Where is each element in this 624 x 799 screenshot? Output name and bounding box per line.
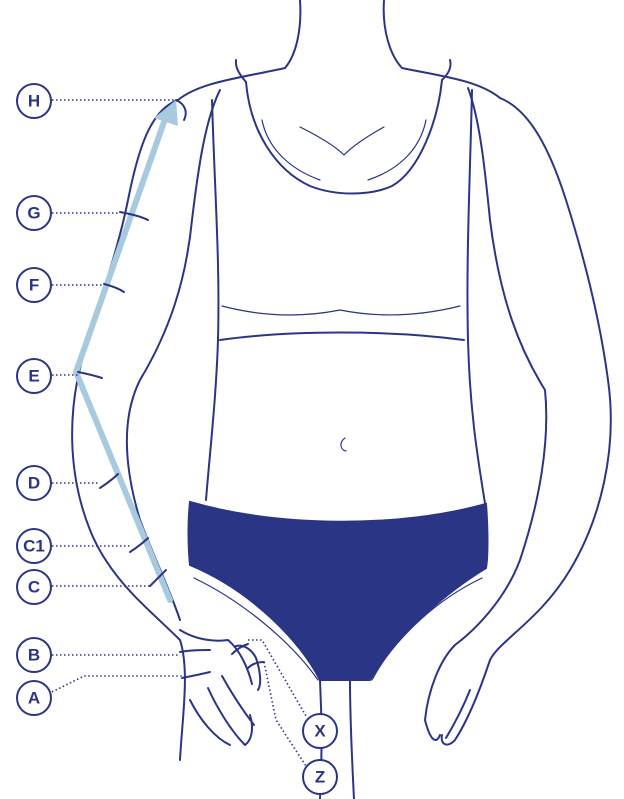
tick-H — [176, 100, 186, 120]
badge-label: H — [28, 92, 40, 111]
leader-lines — [52, 100, 306, 766]
badge-G: G — [17, 196, 51, 230]
tick-A — [182, 672, 210, 678]
badge-label: D — [28, 474, 40, 493]
leader-Z — [264, 662, 306, 766]
badge-D: D — [17, 466, 51, 500]
tick-E — [78, 372, 102, 378]
badge-C1: C1 — [17, 529, 51, 563]
leader-X — [248, 640, 306, 716]
badge-X: X — [303, 714, 337, 748]
badge-label: Z — [315, 768, 325, 787]
badge-label: B — [28, 646, 40, 665]
badge-label: C — [28, 578, 40, 597]
measurement-ticks — [78, 100, 264, 678]
measurement-arrow — [76, 100, 178, 600]
tick-D — [100, 474, 118, 488]
badge-A: A — [17, 681, 51, 715]
badge-label: E — [28, 367, 39, 386]
badge-label: F — [29, 276, 39, 295]
tick-B — [180, 650, 210, 652]
badge-H: H — [17, 84, 51, 118]
badge-label: C1 — [23, 537, 45, 556]
leader-A — [52, 676, 182, 692]
badge-Z: Z — [303, 760, 337, 794]
badge-B: B — [17, 638, 51, 672]
badge-F: F — [17, 268, 51, 302]
badge-label: X — [314, 722, 326, 741]
badge-label: A — [28, 689, 40, 708]
tick-Z — [248, 662, 264, 668]
badge-C: C — [17, 570, 51, 604]
badge-E: E — [17, 359, 51, 393]
badge-label: G — [27, 204, 40, 223]
